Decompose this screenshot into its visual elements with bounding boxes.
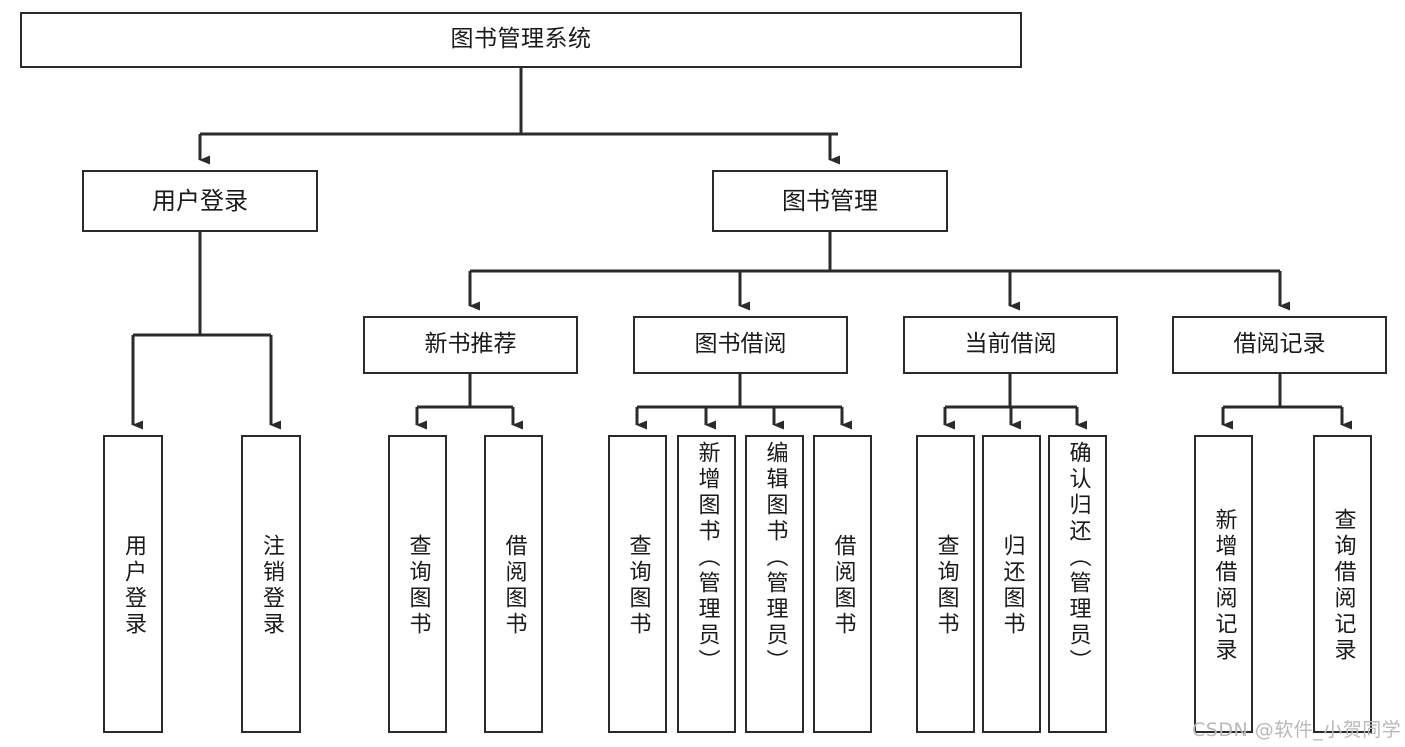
- node-borrow-record-label: 借阅记录: [1233, 331, 1326, 358]
- leaf-newbook-query-book-label: 查询图书: [405, 534, 431, 638]
- leaf-logout[interactable]: 注销登录: [241, 435, 301, 733]
- leaf-newbook-query-book[interactable]: 查询图书: [388, 435, 447, 733]
- node-user-login[interactable]: 用户登录: [82, 170, 318, 232]
- leaf-logout-label: 注销登录: [259, 534, 284, 638]
- node-user-login-label: 用户登录: [152, 186, 248, 215]
- leaf-borrow-add-book-admin[interactable]: 新增图书（管理员）: [677, 435, 736, 733]
- leaf-borrow-query-book-label: 查询图书: [625, 534, 651, 638]
- leaf-borrow-add-book-admin-label: 新增图书（管理员）: [694, 441, 720, 675]
- leaf-record-add-record-label: 新增借阅记录: [1211, 508, 1237, 664]
- node-book-management[interactable]: 图书管理: [712, 170, 948, 232]
- node-borrow-record[interactable]: 借阅记录: [1172, 316, 1387, 374]
- leaf-newbook-borrow-book-label: 借阅图书: [501, 534, 527, 638]
- leaf-user-login-label: 用户登录: [121, 534, 146, 638]
- leaf-borrow-borrow-book-label: 借阅图书: [830, 534, 856, 638]
- node-root[interactable]: 图书管理系统: [20, 12, 1022, 68]
- leaf-record-add-record[interactable]: 新增借阅记录: [1194, 435, 1253, 733]
- node-root-label: 图书管理系统: [450, 26, 592, 53]
- leaf-borrow-query-book[interactable]: 查询图书: [608, 435, 667, 733]
- leaf-record-query-record[interactable]: 查询借阅记录: [1313, 435, 1372, 733]
- node-book-management-label: 图书管理: [782, 186, 878, 215]
- node-current-borrow[interactable]: 当前借阅: [903, 316, 1118, 374]
- leaf-current-query-book[interactable]: 查询图书: [916, 435, 975, 733]
- node-current-borrow-label: 当前借阅: [964, 331, 1057, 358]
- leaf-record-query-record-label: 查询借阅记录: [1330, 508, 1356, 664]
- leaf-borrow-borrow-book[interactable]: 借阅图书: [813, 435, 872, 733]
- node-new-book-recommend[interactable]: 新书推荐: [363, 316, 578, 374]
- leaf-current-confirm-return-admin[interactable]: 确认归还（管理员）: [1048, 435, 1107, 733]
- node-book-borrow-label: 图书借阅: [694, 331, 787, 358]
- node-new-book-recommend-label: 新书推荐: [424, 331, 517, 358]
- leaf-newbook-borrow-book[interactable]: 借阅图书: [484, 435, 543, 733]
- leaf-borrow-edit-book-admin-label: 编辑图书（管理员）: [762, 441, 788, 675]
- csdn-watermark: CSDN @软件_小贺同学: [1192, 719, 1402, 741]
- node-book-borrow[interactable]: 图书借阅: [633, 316, 848, 374]
- leaf-user-login[interactable]: 用户登录: [103, 435, 163, 733]
- leaf-current-return-book-label: 归还图书: [999, 534, 1025, 638]
- leaf-borrow-edit-book-admin[interactable]: 编辑图书（管理员）: [745, 435, 804, 733]
- leaf-current-confirm-return-admin-label: 确认归还（管理员）: [1065, 441, 1091, 675]
- leaf-current-return-book[interactable]: 归还图书: [982, 435, 1041, 733]
- leaf-current-query-book-label: 查询图书: [933, 534, 959, 638]
